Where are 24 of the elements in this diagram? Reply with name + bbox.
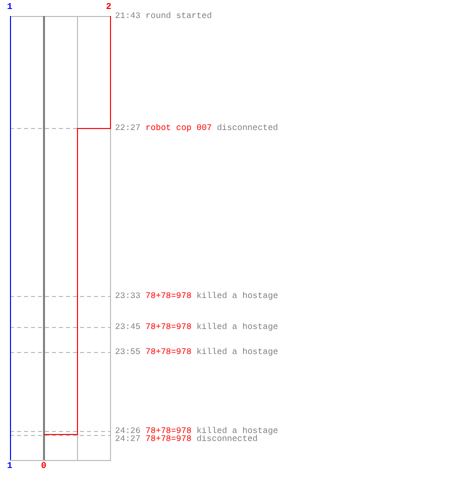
player-name: 78+78=978 bbox=[146, 434, 192, 444]
event-text: killed a hostage bbox=[196, 292, 278, 300]
event-text: killed a hostage bbox=[196, 348, 278, 356]
event-time: 24:26 bbox=[115, 426, 141, 436]
player-name: 78+78=978 bbox=[146, 292, 192, 300]
event-time: 23:55 bbox=[115, 348, 141, 356]
axis-value: 2 bbox=[106, 2, 112, 12]
event-text: round started bbox=[146, 12, 212, 20]
player-name: 78+78=978 bbox=[146, 426, 192, 436]
axis-value: 0 bbox=[41, 461, 46, 471]
event-time: 24:27 bbox=[115, 434, 141, 444]
axis-value: 1 bbox=[7, 461, 12, 471]
event-time: 23:45 bbox=[115, 322, 141, 332]
event-time: 23:33 bbox=[115, 292, 141, 300]
player-name: 78+78=978 bbox=[146, 322, 192, 332]
player-name: 78+78=978 bbox=[146, 348, 192, 356]
event-text: disconnected bbox=[196, 434, 258, 444]
axis-value: 1 bbox=[7, 2, 12, 12]
player-name: robot cop 007 bbox=[146, 124, 212, 132]
event-text: killed a hostage bbox=[196, 322, 278, 332]
event-text: disconnected bbox=[216, 124, 278, 132]
event-text: killed a hostage bbox=[196, 426, 278, 436]
event-time: 21:43 bbox=[115, 12, 141, 20]
event-time: 22:27 bbox=[115, 124, 141, 132]
